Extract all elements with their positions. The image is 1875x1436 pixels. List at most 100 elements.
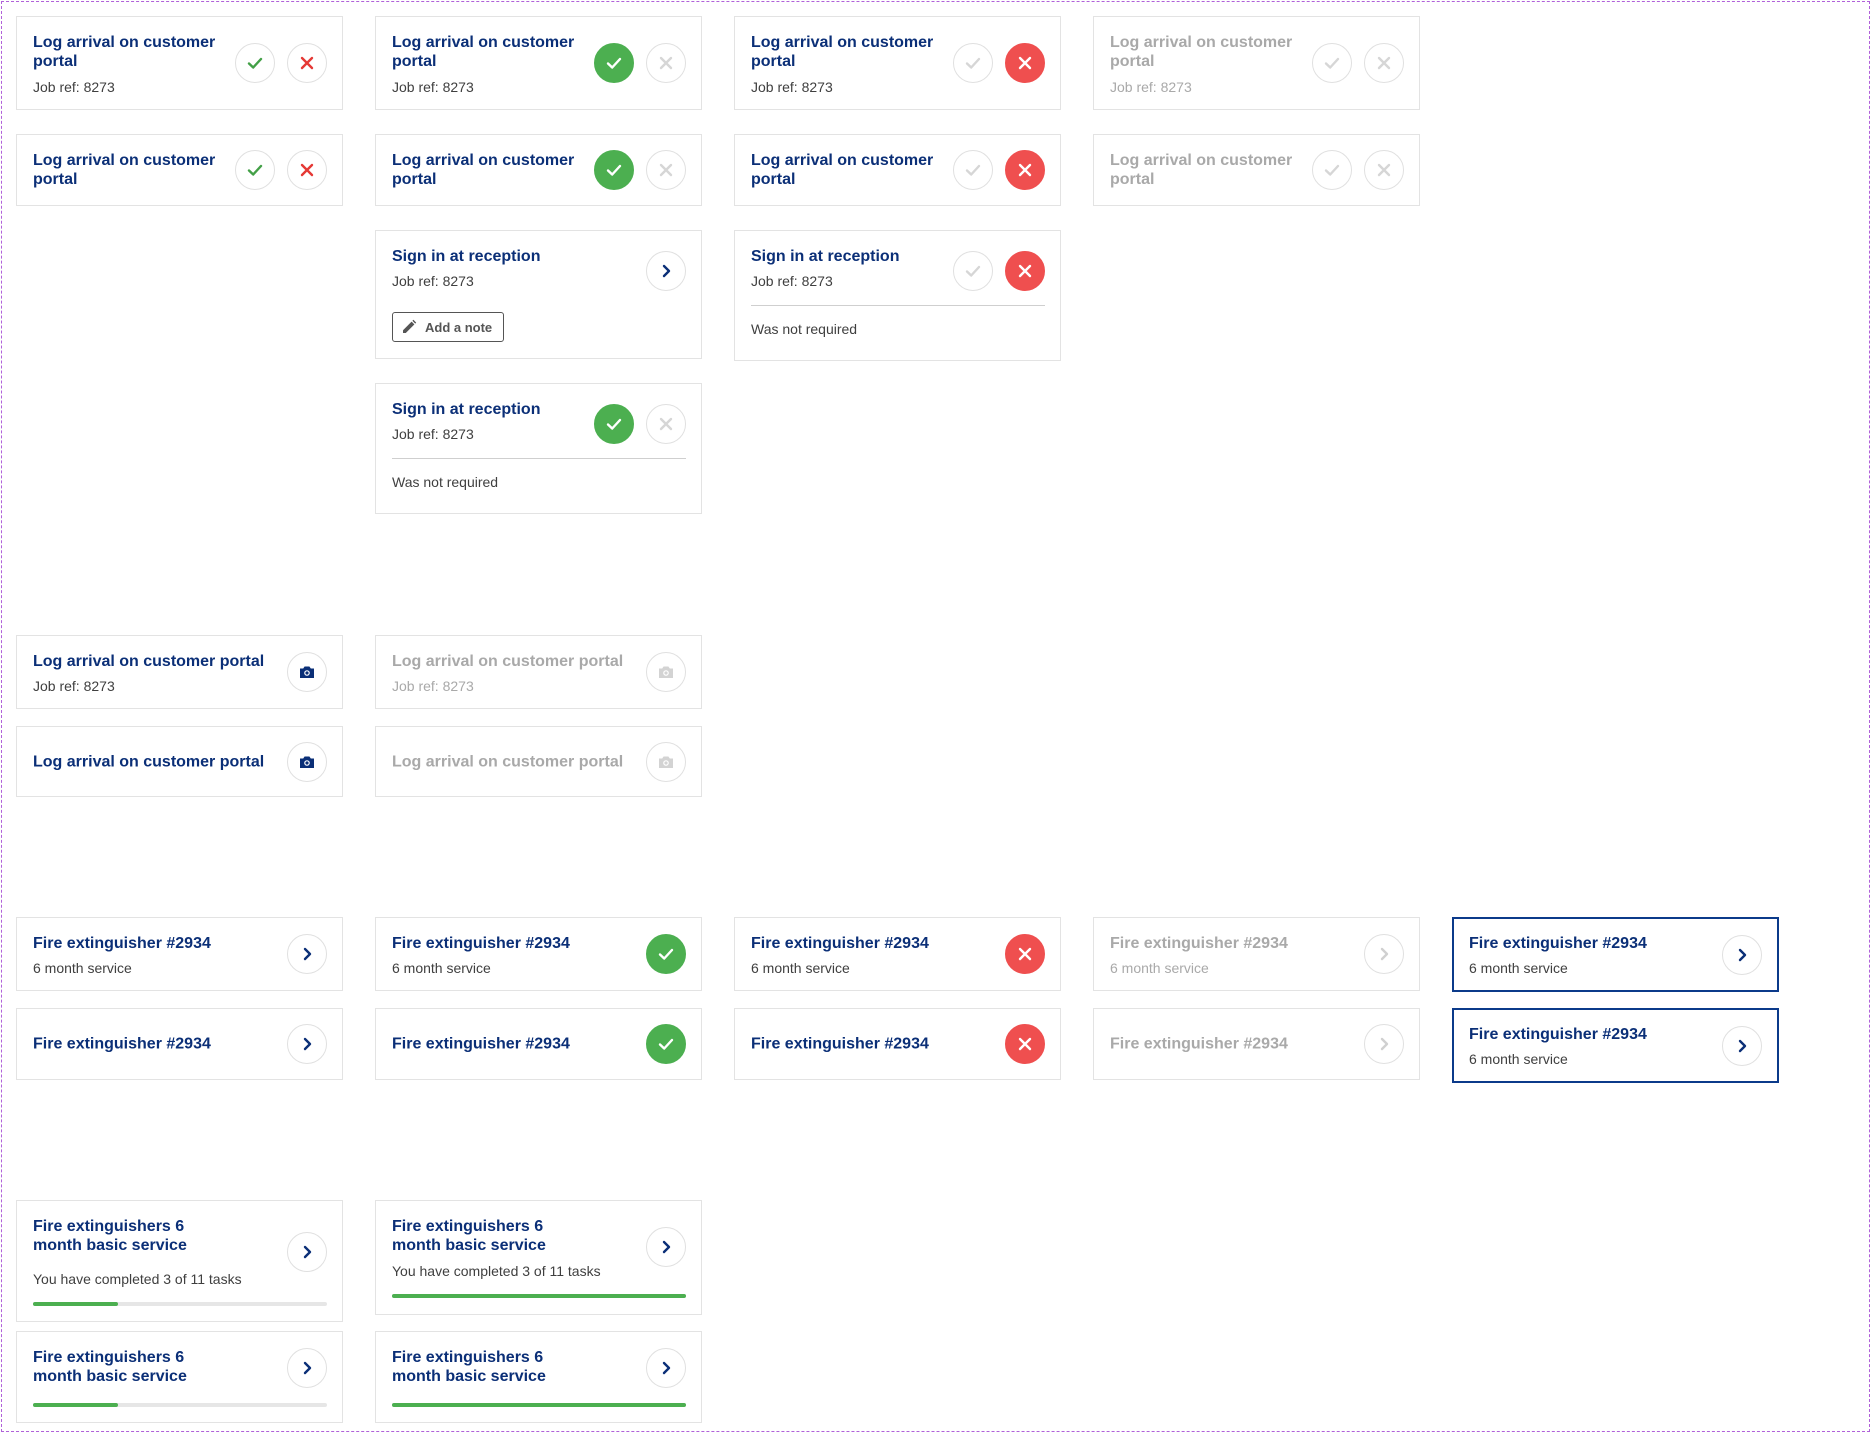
confirm-button[interactable] xyxy=(953,251,993,291)
reject-button[interactable] xyxy=(287,150,327,190)
add-note-button[interactable]: Add a note xyxy=(392,312,504,342)
asset-card-failed[interactable]: Fire extinguisher #2934 6 month service xyxy=(734,917,1061,991)
close-icon xyxy=(659,56,673,70)
reject-button[interactable] xyxy=(646,150,686,190)
task-actions xyxy=(953,251,1045,291)
camera-button[interactable] xyxy=(287,741,327,782)
task-actions xyxy=(646,652,686,692)
reject-button[interactable] xyxy=(646,43,686,83)
confirm-button[interactable] xyxy=(953,150,993,190)
open-button[interactable] xyxy=(287,934,327,974)
status-note: Was not required xyxy=(751,321,858,337)
service-title: Fire extinguishers 6 month basic service xyxy=(392,1218,546,1254)
reject-button[interactable] xyxy=(646,404,686,444)
confirm-button[interactable] xyxy=(594,43,634,83)
close-icon xyxy=(1377,56,1391,70)
asset-card-selected[interactable]: Fire extinguisher #2934 6 month service xyxy=(1452,917,1779,992)
reception-card-rejected[interactable]: Sign in at reception Job ref: 8273 Was n… xyxy=(734,230,1061,361)
reject-button[interactable] xyxy=(287,43,327,83)
asset-card-compact[interactable]: Fire extinguisher #2934 xyxy=(16,1008,343,1080)
task-title: Log arrival on customer portal xyxy=(33,34,216,70)
check-icon xyxy=(658,1038,674,1050)
camera-button[interactable] xyxy=(287,652,327,692)
task-title: Sign in at reception xyxy=(392,248,541,265)
service-card-progress-compact[interactable]: Fire extinguishers 6 month basic service xyxy=(16,1331,343,1423)
task-actions xyxy=(594,150,686,190)
asset-subtitle: 6 month service xyxy=(33,960,132,976)
service-card-complete[interactable]: Fire extinguishers 6 month basic service… xyxy=(375,1200,702,1315)
asset-card-compact-failed[interactable]: Fire extinguisher #2934 xyxy=(734,1008,1061,1080)
asset-actions xyxy=(1364,1024,1404,1064)
task-actions xyxy=(953,43,1045,83)
asset-subtitle: 6 month service xyxy=(1469,1051,1568,1067)
progress-fill xyxy=(33,1403,119,1407)
asset-card-completed[interactable]: Fire extinguisher #2934 6 month service xyxy=(375,917,702,991)
open-button[interactable] xyxy=(646,1227,686,1267)
close-icon xyxy=(659,163,673,177)
task-card-completed[interactable]: Log arrival on customer portal Job ref: … xyxy=(375,16,702,110)
open-button[interactable] xyxy=(646,251,686,291)
confirm-button[interactable] xyxy=(235,150,275,190)
open-button[interactable] xyxy=(287,1024,327,1064)
close-icon xyxy=(1018,163,1032,177)
chevron-right-icon xyxy=(1738,1039,1747,1052)
asset-actions xyxy=(646,934,686,974)
asset-actions xyxy=(287,934,327,974)
open-button[interactable] xyxy=(287,1232,327,1272)
task-card-rejected-compact[interactable]: Log arrival on customer portal xyxy=(734,134,1061,206)
reject-button[interactable] xyxy=(1005,251,1045,291)
chevron-right-icon xyxy=(303,1361,312,1375)
progress-bar xyxy=(33,1302,327,1306)
reject-button xyxy=(1364,43,1404,83)
task-card-pending[interactable]: Log arrival on customer portal Job ref: … xyxy=(16,16,343,110)
asset-title: Fire extinguisher #2934 xyxy=(33,935,211,952)
task-actions xyxy=(594,404,686,444)
task-actions xyxy=(646,251,686,291)
task-actions xyxy=(646,741,686,782)
camera-button xyxy=(646,652,686,692)
confirm-button[interactable] xyxy=(594,150,634,190)
reject-button xyxy=(1364,150,1404,190)
confirm-button[interactable] xyxy=(235,43,275,83)
photo-task-card[interactable]: Log arrival on customer portal Job ref: … xyxy=(16,635,343,709)
close-icon xyxy=(300,56,314,70)
open-button[interactable] xyxy=(1722,934,1762,975)
asset-title: Fire extinguisher #2934 xyxy=(1469,1026,1647,1043)
open-button xyxy=(1364,934,1404,974)
check-icon xyxy=(1324,57,1340,69)
service-card-progress[interactable]: Fire extinguishers 6 month basic service… xyxy=(16,1200,343,1322)
asset-card[interactable]: Fire extinguisher #2934 6 month service xyxy=(16,917,343,991)
asset-title: Fire extinguisher #2934 xyxy=(751,1035,929,1053)
open-button[interactable] xyxy=(287,1348,327,1388)
task-card-rejected[interactable]: Log arrival on customer portal Job ref: … xyxy=(734,16,1061,110)
completed-status xyxy=(646,934,686,974)
check-icon xyxy=(965,57,981,69)
reception-card-completed[interactable]: Sign in at reception Job ref: 8273 Was n… xyxy=(375,383,702,514)
service-card-complete-compact[interactable]: Fire extinguishers 6 month basic service xyxy=(375,1331,702,1423)
job-ref: Job ref: 8273 xyxy=(751,79,833,95)
asset-card-selected-2[interactable]: Fire extinguisher #2934 6 month service xyxy=(1452,1008,1779,1083)
job-ref: Job ref: 8273 xyxy=(1110,79,1192,95)
confirm-button[interactable] xyxy=(594,404,634,444)
task-card-pending-compact[interactable]: Log arrival on customer portal xyxy=(16,134,343,206)
service-actions xyxy=(646,1348,686,1388)
asset-card-compact-completed[interactable]: Fire extinguisher #2934 xyxy=(375,1008,702,1080)
close-icon xyxy=(1377,163,1391,177)
close-icon xyxy=(1018,56,1032,70)
task-title: Log arrival on customer portal xyxy=(392,653,624,670)
photo-task-card-compact[interactable]: Log arrival on customer portal xyxy=(16,726,343,797)
failed-status xyxy=(1005,1024,1045,1064)
asset-actions xyxy=(1722,934,1762,975)
asset-card-disabled: Fire extinguisher #2934 6 month service xyxy=(1093,917,1420,991)
camera-icon xyxy=(659,756,673,768)
open-button[interactable] xyxy=(646,1348,686,1388)
chevron-right-icon xyxy=(1380,947,1389,961)
reception-card-with-note[interactable]: Sign in at reception Job ref: 8273 Add a… xyxy=(375,230,702,359)
confirm-button[interactable] xyxy=(953,43,993,83)
reject-button[interactable] xyxy=(1005,43,1045,83)
task-card-completed-compact[interactable]: Log arrival on customer portal xyxy=(375,134,702,206)
task-card-disabled-compact: Log arrival on customer portal xyxy=(1093,134,1420,206)
reject-button[interactable] xyxy=(1005,150,1045,190)
confirm-button xyxy=(1312,150,1352,190)
open-button[interactable] xyxy=(1722,1025,1762,1066)
